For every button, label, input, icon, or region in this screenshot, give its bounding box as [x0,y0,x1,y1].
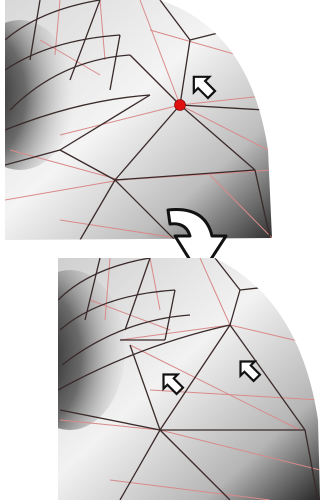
highlighted-vertex [175,100,186,111]
mesh-panel-before [0,0,272,240]
mesh-cavity [15,270,125,430]
mesh-panel-after [15,258,320,500]
